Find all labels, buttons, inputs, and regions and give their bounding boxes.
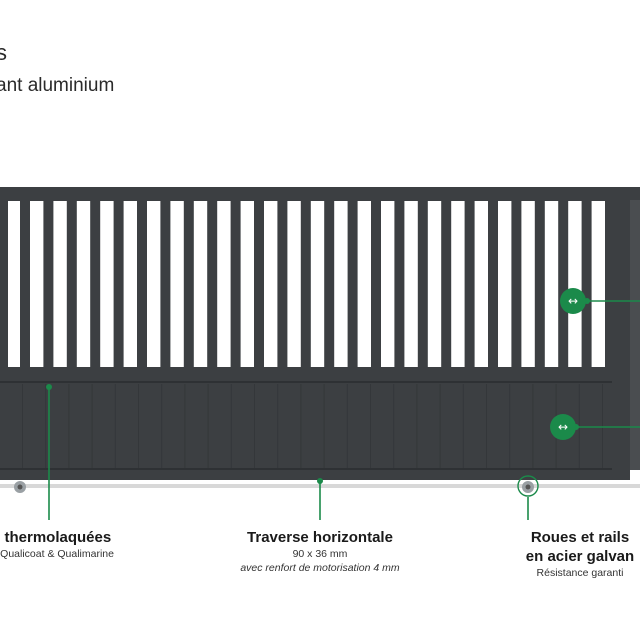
gate-picket	[113, 200, 124, 368]
callout-right-title2: en acier galvan	[525, 548, 635, 565]
gate-picket	[558, 200, 569, 368]
panel-board-groove	[138, 384, 139, 468]
gate-picket	[43, 200, 54, 368]
gate-picket	[347, 200, 358, 368]
panel-board-groove	[602, 384, 603, 468]
panel-board-groove	[439, 384, 441, 468]
gate-picket	[417, 200, 428, 368]
panel-board-groove	[230, 384, 232, 468]
callout-right: Roues et rails en acier galvan Résistanc…	[505, 528, 640, 580]
panel-board-groove	[578, 384, 580, 468]
gate-picket	[324, 200, 335, 368]
panel-board-groove	[416, 384, 418, 468]
callout-middle-sub1: 90 x 36 mm	[292, 548, 348, 560]
wheel	[522, 481, 534, 493]
gate-frame	[0, 187, 640, 470]
gate-pickets	[20, 200, 615, 368]
callout-left-sub: s Qualicoat & Qualimarine	[0, 548, 114, 560]
callout-middle-title: Traverse horizontale	[247, 529, 393, 546]
gate-picket	[207, 200, 218, 368]
bottom-panel-rail	[0, 381, 612, 383]
callout-left-title: s thermolaquées	[0, 529, 112, 546]
callout-dot	[46, 384, 52, 390]
callout-dot	[317, 478, 323, 484]
callout-middle: Traverse horizontale 90 x 36 mm avec ren…	[222, 528, 418, 575]
gate-picket	[371, 200, 381, 368]
svg-text:↔: ↔	[568, 294, 578, 308]
callout-right-title1: Roues et rails	[530, 529, 630, 546]
gate-picket	[300, 200, 311, 368]
gate-picket	[581, 200, 592, 368]
wheel	[14, 481, 26, 493]
panel-board-groove	[45, 384, 47, 468]
arrow-badge-icon: ↔	[560, 288, 586, 314]
panel-board-groove	[462, 384, 464, 468]
panel-board-groove	[532, 384, 534, 468]
gate-picket	[90, 200, 101, 368]
gate-picket	[464, 200, 475, 368]
panel-board-groove	[22, 384, 23, 468]
callout-right-sub: Résistance garanti	[536, 567, 624, 579]
arrow-badge-icon: ↔	[550, 414, 576, 440]
callout-lines	[48, 300, 640, 520]
svg-text:↔: ↔	[558, 420, 568, 434]
page-subtitle: ant aluminium	[0, 75, 115, 96]
page-title-fragment: s	[0, 40, 7, 65]
gate-picket	[534, 200, 545, 368]
bottom-panel-rail	[0, 468, 612, 470]
gate-picket	[488, 200, 498, 368]
panel-board-groove	[207, 384, 209, 468]
panel-board-groove	[370, 384, 371, 468]
panel-board-groove	[509, 384, 511, 468]
gate-picket	[394, 200, 405, 368]
gate-picket	[605, 200, 615, 368]
panel-board-groove	[114, 384, 116, 468]
panel-board-groove	[393, 384, 395, 468]
panel-board-groove	[68, 384, 70, 468]
bottom-panel	[0, 367, 630, 480]
gate-picket	[20, 200, 30, 368]
panel-board-groove	[161, 384, 163, 468]
callout-middle-sub2: avec renfort de motorisation 4 mm	[240, 562, 400, 574]
panel-board-groove	[323, 384, 325, 468]
panel-board-groove	[184, 384, 186, 468]
panel-board-groove	[346, 384, 348, 468]
gate-picket	[277, 200, 288, 368]
gate-picket	[160, 200, 171, 368]
panel-board-groove	[300, 384, 302, 468]
gate-picket	[183, 200, 194, 368]
panel-board-groove	[277, 384, 279, 468]
gate-picket	[230, 200, 241, 368]
panel-board-groove	[486, 384, 487, 468]
panel-board-groove	[91, 384, 93, 468]
bottom-frame	[0, 470, 630, 480]
gate-picket	[137, 200, 147, 368]
panel-board-groove	[254, 384, 255, 468]
gate-picket	[66, 200, 77, 368]
gate-picket	[511, 200, 522, 368]
gate-picket	[254, 200, 264, 368]
callout-left: s thermolaquées s Qualicoat & Qualimarin…	[0, 528, 114, 561]
gate-picket	[441, 200, 452, 368]
